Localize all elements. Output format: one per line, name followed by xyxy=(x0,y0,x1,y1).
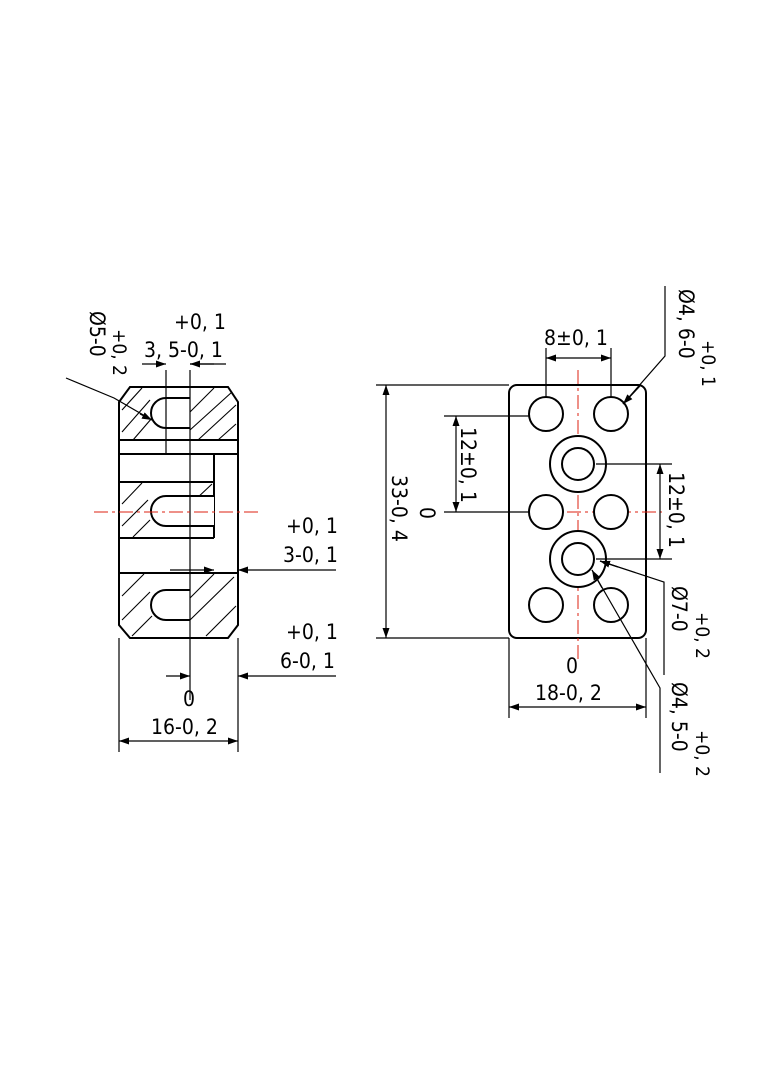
dim-width-right-lower: 18-0, 2 xyxy=(535,681,602,705)
dim-counterbore: Ø7-0 xyxy=(667,586,691,632)
dim-bore: Ø4, 5-0 xyxy=(667,682,691,752)
dim-slot-diameter: Ø5-0 xyxy=(85,311,109,357)
hatch-upper xyxy=(121,387,237,441)
dim-bore-tol: +0, 2 xyxy=(691,730,713,777)
dim-counterbore-tol: +0, 2 xyxy=(691,612,713,659)
dim-step-upper: +0, 1 xyxy=(286,514,338,538)
hole-top-right xyxy=(593,396,629,432)
right-front-view: 8±0, 1 Ø4, 6-0 +0, 1 12±0, 1 0 33-0, 4 xyxy=(376,286,719,777)
dim-width-lower: 16-0, 2 xyxy=(151,715,218,739)
dim-slot-diameter-tol: +0, 2 xyxy=(108,329,130,376)
hole-mid-left xyxy=(528,494,564,530)
dim-vert-pitch-right: 12±0, 1 xyxy=(664,472,688,548)
hole-bottom-right xyxy=(593,587,629,623)
dim-height-upper: 0 xyxy=(415,507,439,519)
hatch-lower xyxy=(121,573,237,637)
left-section-view: Ø5-0 +0, 2 +0, 1 3, 5-0, 1 +0, 1 3-0, 1 … xyxy=(65,310,338,752)
dim-depth-upper: +0, 1 xyxy=(286,620,338,644)
dim-small-hole: Ø4, 6-0 xyxy=(674,289,698,359)
slot-upper xyxy=(150,397,190,429)
dim-vert-pitch-left: 12±0, 1 xyxy=(456,427,480,503)
slot-lower xyxy=(150,589,190,621)
dim-slot-width-lower: 3, 5-0, 1 xyxy=(144,338,223,362)
dim-width-right-upper: 0 xyxy=(566,654,578,678)
slot-middle xyxy=(150,495,214,527)
hole-mid-right xyxy=(593,494,629,530)
dim-step-lower: 3-0, 1 xyxy=(283,543,338,567)
dim-slot-width-upper: +0, 1 xyxy=(174,310,226,334)
counterbore-lower-inner xyxy=(561,542,595,576)
dim-depth-lower: 6-0, 1 xyxy=(280,649,335,673)
dim-width-upper: 0 xyxy=(183,687,195,711)
dim-pitch: 8±0, 1 xyxy=(544,326,608,350)
dim-small-hole-tol: +0, 1 xyxy=(697,340,719,387)
counterbore-upper-inner xyxy=(561,447,595,481)
dim-height-lower: 33-0, 4 xyxy=(387,475,411,542)
hole-top-left xyxy=(528,396,564,432)
hole-bottom-left xyxy=(528,587,564,623)
